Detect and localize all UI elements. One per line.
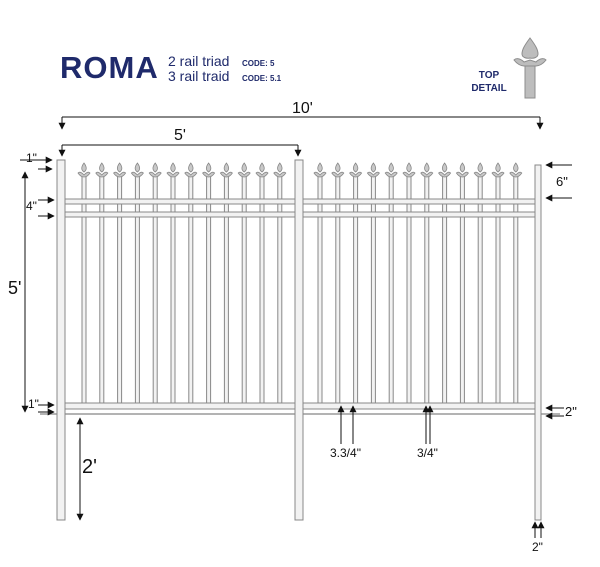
top-offset-label: 1" — [26, 151, 37, 165]
half-width-label: 5' — [174, 127, 186, 144]
picket — [223, 175, 229, 407]
picket — [424, 175, 430, 407]
finial-icon — [184, 162, 198, 178]
picket — [134, 175, 140, 407]
picket — [317, 175, 323, 407]
picket — [370, 175, 376, 407]
picket — [188, 175, 194, 407]
rail-gap-dimension — [38, 196, 55, 220]
finial-icon — [77, 162, 91, 178]
finial-icon — [313, 162, 327, 178]
picket — [353, 175, 359, 407]
finial-icon — [491, 162, 505, 178]
finial-icon — [166, 162, 180, 178]
finial-icon — [420, 162, 434, 178]
picket — [152, 175, 158, 407]
picket-spacing-dimension — [337, 405, 357, 444]
height-label: 5' — [8, 278, 22, 298]
picket-height-dimension — [545, 161, 572, 202]
below-ground-label: 2' — [82, 456, 97, 478]
post-center — [294, 159, 304, 521]
picket — [206, 175, 212, 407]
picket-width-label: 3/4" — [417, 446, 438, 460]
bottom-offset-label: 1" — [28, 397, 39, 411]
pickets — [81, 175, 519, 407]
picket — [495, 175, 501, 407]
finial-icon — [202, 162, 216, 178]
variant-3-rail-code: CODE: 5.1 — [242, 74, 282, 83]
finial-icon — [255, 162, 269, 178]
posts — [56, 159, 542, 521]
finial-top-detail-icon — [513, 37, 547, 99]
picket — [99, 175, 105, 407]
finial-icon — [219, 162, 233, 178]
overall-width-dimension — [58, 116, 544, 130]
finial-icon — [509, 162, 523, 178]
product-title: ROMA — [60, 50, 159, 85]
picket — [335, 175, 341, 407]
top-detail-label-2: DETAIL — [471, 83, 507, 94]
rail-thickness-dimension — [545, 404, 564, 420]
picket — [442, 175, 448, 407]
rail-thickness-label: 2" — [565, 404, 577, 419]
picket — [117, 175, 123, 407]
top-offset-dimension — [38, 156, 53, 173]
variant-2-rail-code: CODE: 5 — [242, 59, 275, 68]
finial-icon — [402, 162, 416, 178]
finial-icon — [366, 162, 380, 178]
rail-gap-label: 4" — [26, 199, 37, 213]
finial-icon — [455, 162, 469, 178]
finial-icon — [130, 162, 144, 178]
picket-spacing-label: 3.3/4" — [330, 446, 361, 460]
half-width-dimension — [58, 144, 302, 157]
finial-icon — [148, 162, 162, 178]
variant-2-rail-label: 2 rail triad — [168, 53, 230, 69]
picket-width-dimension — [422, 405, 434, 444]
finial-icon — [473, 162, 487, 178]
finial-icon — [95, 162, 109, 178]
finial-icon — [384, 162, 398, 178]
finials — [77, 162, 523, 178]
finial-icon — [113, 162, 127, 178]
finial-icon — [331, 162, 345, 178]
post-width-dimension — [531, 521, 545, 538]
picket — [513, 175, 519, 407]
bottom-offset-dimension — [38, 401, 55, 416]
finial-icon — [237, 162, 251, 178]
picket — [170, 175, 176, 407]
picket — [477, 175, 483, 407]
picket — [459, 175, 465, 407]
picket — [406, 175, 412, 407]
variant-3-rail-label: 3 rail traid — [168, 68, 230, 84]
post-right — [534, 164, 542, 521]
finial-icon — [349, 162, 363, 178]
picket — [277, 175, 283, 407]
picket-height-label: 6" — [556, 174, 568, 189]
top-detail-label-1: TOP — [478, 70, 500, 81]
picket — [81, 175, 87, 407]
finial-icon — [438, 162, 452, 178]
finial-icon — [273, 162, 287, 178]
height-dimension — [20, 159, 40, 413]
picket — [388, 175, 394, 407]
picket — [259, 175, 265, 407]
picket — [241, 175, 247, 407]
post-left — [56, 159, 66, 521]
overall-width-label: 10' — [292, 100, 313, 117]
post-width-label: 2" — [532, 540, 543, 554]
